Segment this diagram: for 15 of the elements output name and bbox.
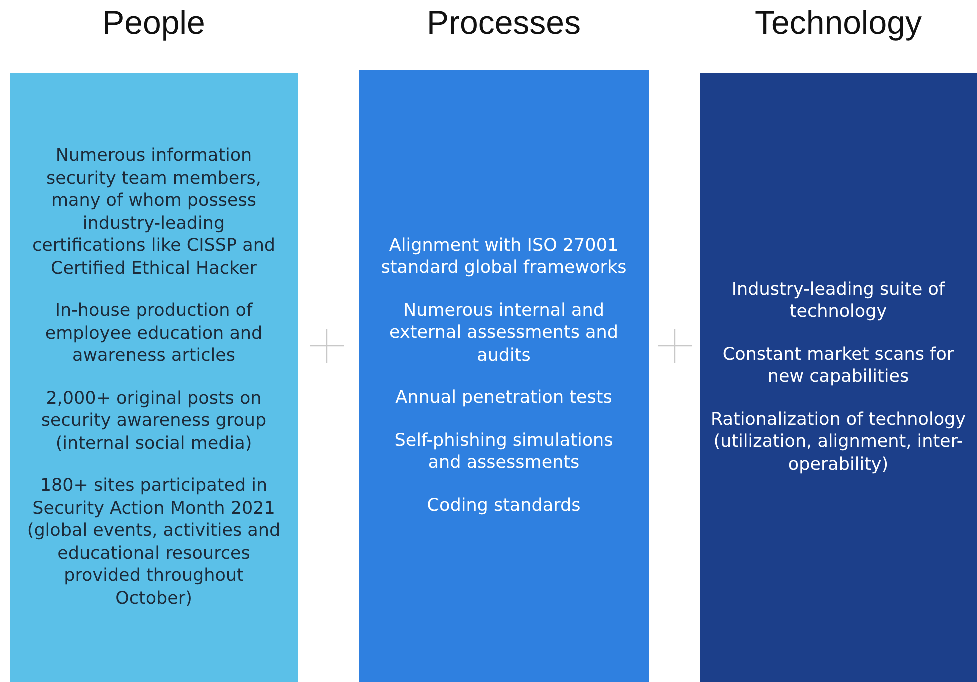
- bullet-text: 2,000+ original posts on security awareness group (internal social media): [40, 388, 268, 455]
- column-heading: Technology: [755, 4, 922, 42]
- bullet-text: Annual penetration tests: [396, 387, 612, 410]
- bullet-text: Numerous information security team members, many of whom possess industry-leading certifications like CISSP and Certified Ethical Hacker: [31, 145, 277, 280]
- bullet-text: Rationalization of technology (utilization, alignment, inter-operability): [710, 408, 967, 476]
- bullet-text: Coding standards: [427, 494, 581, 518]
- bullet-text: Self-phishing simulations and assessments: [394, 430, 614, 475]
- column-heading: People: [102, 4, 206, 42]
- bullet-text: 180+ sites participated in Security Action Month 2021 (global events, activities and educational resources provided throughout October): [26, 475, 282, 610]
- bullet-text: In-house production of employee education and awareness articles: [44, 300, 264, 368]
- bullet-text: Industry-leading suite of technology: [730, 278, 946, 324]
- bullet-text: Constant market scans for new capabilities: [722, 344, 956, 389]
- column-heading: Processes: [426, 4, 582, 42]
- bullet-text: Numerous internal and external assessments and audits: [388, 300, 620, 368]
- bullet-text: Alignment with ISO 27001 standard global frameworks: [380, 234, 628, 280]
